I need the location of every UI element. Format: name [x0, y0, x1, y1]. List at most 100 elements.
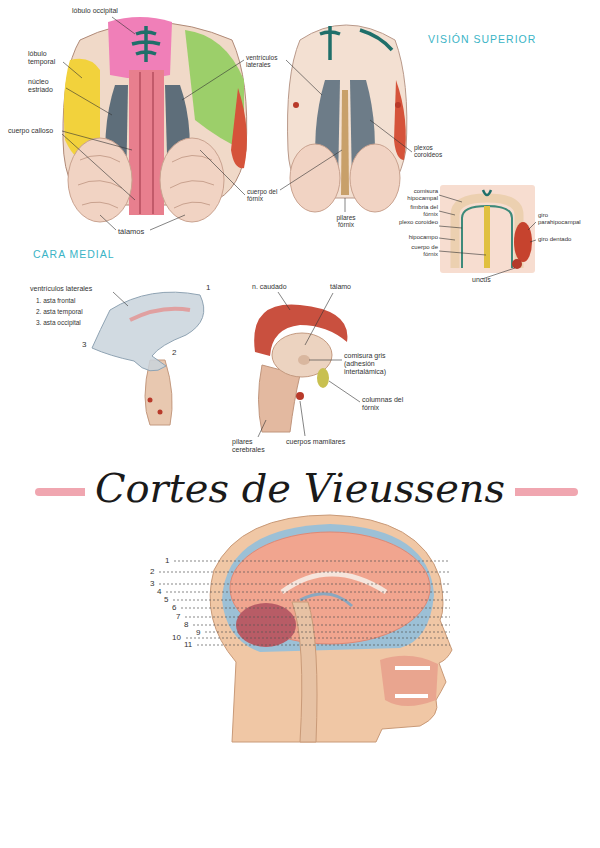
part-label: giro dentado [538, 236, 590, 243]
head-outline [210, 515, 452, 742]
callout-number: 2 [172, 348, 176, 357]
leader-line [62, 134, 135, 200]
part-label: pilares cerebrales [232, 438, 268, 454]
head-sagittal [210, 515, 452, 742]
title-row: Cortes de Vieussens [0, 466, 600, 510]
thalamus [350, 144, 400, 212]
lobe-edge [231, 88, 247, 168]
dot [293, 102, 299, 108]
leader-line [439, 251, 486, 255]
section-line [185, 617, 450, 618]
skull [222, 524, 434, 652]
brain-superior-natural [288, 25, 407, 212]
leader-line [530, 240, 536, 242]
section-line [193, 625, 450, 626]
brainstem [292, 602, 317, 742]
part-label: n. caudado [252, 283, 287, 291]
part-label: plexos coroideos [414, 144, 454, 159]
corpus-callosum [129, 70, 164, 215]
section-lines [159, 561, 450, 645]
corpus-callosum [282, 574, 386, 592]
part-label: uncus [472, 276, 491, 284]
callout-number: 2 [150, 567, 154, 576]
part-label: cuerpo de fórnix [397, 244, 438, 258]
part-label: cuerpo calloso [8, 127, 53, 135]
callosum-stripe [152, 72, 154, 214]
vessel [320, 26, 392, 60]
leader-line [345, 198, 346, 212]
leader-line [66, 88, 112, 115]
part-label: columnas del fórnix [362, 396, 406, 412]
section-line [181, 608, 450, 609]
callout-number: 3 [82, 340, 86, 349]
choroid-plexus [462, 206, 512, 268]
part-label: ventrículos laterales [246, 54, 286, 69]
callout-number: 7 [176, 612, 180, 621]
fornix-column [317, 368, 329, 388]
leader-line [200, 150, 245, 195]
fornix-inset [440, 185, 535, 273]
part-label: giro parahipocampal [538, 212, 590, 226]
leader-line [113, 292, 128, 306]
callout-number: 8 [184, 620, 188, 629]
list-item: 2. asta temporal [36, 308, 83, 315]
leader-lines [62, 17, 536, 437]
part-label: núcleo estriado [28, 78, 66, 94]
oral-cavity [380, 656, 438, 706]
leader-line [258, 420, 266, 437]
callout-number: 1 [165, 556, 169, 565]
part-label: plexo coroideo [397, 219, 438, 226]
section-line [166, 592, 450, 593]
part-label: pilares fórnix [330, 214, 362, 229]
leader-line [439, 195, 462, 202]
part-label: comisura gris (adhesión intertalámica) [344, 352, 416, 376]
list-item: 3. asta occipital [36, 319, 81, 326]
leader-line [62, 131, 132, 150]
callout-number: 10 [172, 633, 181, 642]
section-line [205, 632, 450, 633]
leader-line [370, 120, 412, 152]
uncus [512, 259, 522, 269]
section-line [186, 638, 450, 639]
leader-line [439, 238, 455, 240]
part-label: cuerpos mamilares [286, 438, 345, 446]
mammillary-body [296, 392, 304, 400]
part-label: tálamos [118, 228, 144, 237]
brain-superior-colored [63, 17, 247, 222]
part-label: comisura hipocampal [397, 188, 438, 202]
leader-line [528, 222, 536, 230]
leader-line [112, 17, 135, 34]
part-label: cuerpo del fórnix [247, 188, 287, 203]
thalamus [160, 138, 224, 222]
leader-line [286, 60, 322, 95]
section-line [197, 645, 450, 646]
part-label: hipocampo [397, 234, 438, 241]
view-heading: VISIÓN SUPERIOR [428, 33, 536, 45]
callout-number: 3 [150, 579, 154, 588]
gyrus-line [78, 155, 214, 208]
leader-line [278, 292, 290, 310]
leader-line [150, 215, 185, 230]
page-title: Cortes de Vieussens [85, 465, 515, 511]
part-label: ventrículos laterales [30, 285, 92, 293]
leader-line [439, 211, 455, 215]
callout-number: 1 [206, 283, 210, 292]
section-line [159, 584, 450, 585]
fornix-arch [455, 198, 519, 268]
leader-line [329, 381, 360, 402]
ventricle-cast [92, 292, 204, 425]
callout-number: 5 [164, 595, 168, 604]
part-label: fimbria del fórnix [397, 204, 438, 218]
vessel [483, 190, 491, 195]
view-heading: CARA MEDIAL [33, 248, 115, 260]
leader-line [280, 150, 342, 190]
callout-number: 11 [184, 640, 192, 649]
leader-line [63, 62, 82, 78]
leader-line [100, 215, 116, 230]
leader-line [300, 401, 305, 436]
section-line [174, 561, 450, 562]
dot [158, 410, 163, 415]
leader-line [305, 293, 333, 345]
